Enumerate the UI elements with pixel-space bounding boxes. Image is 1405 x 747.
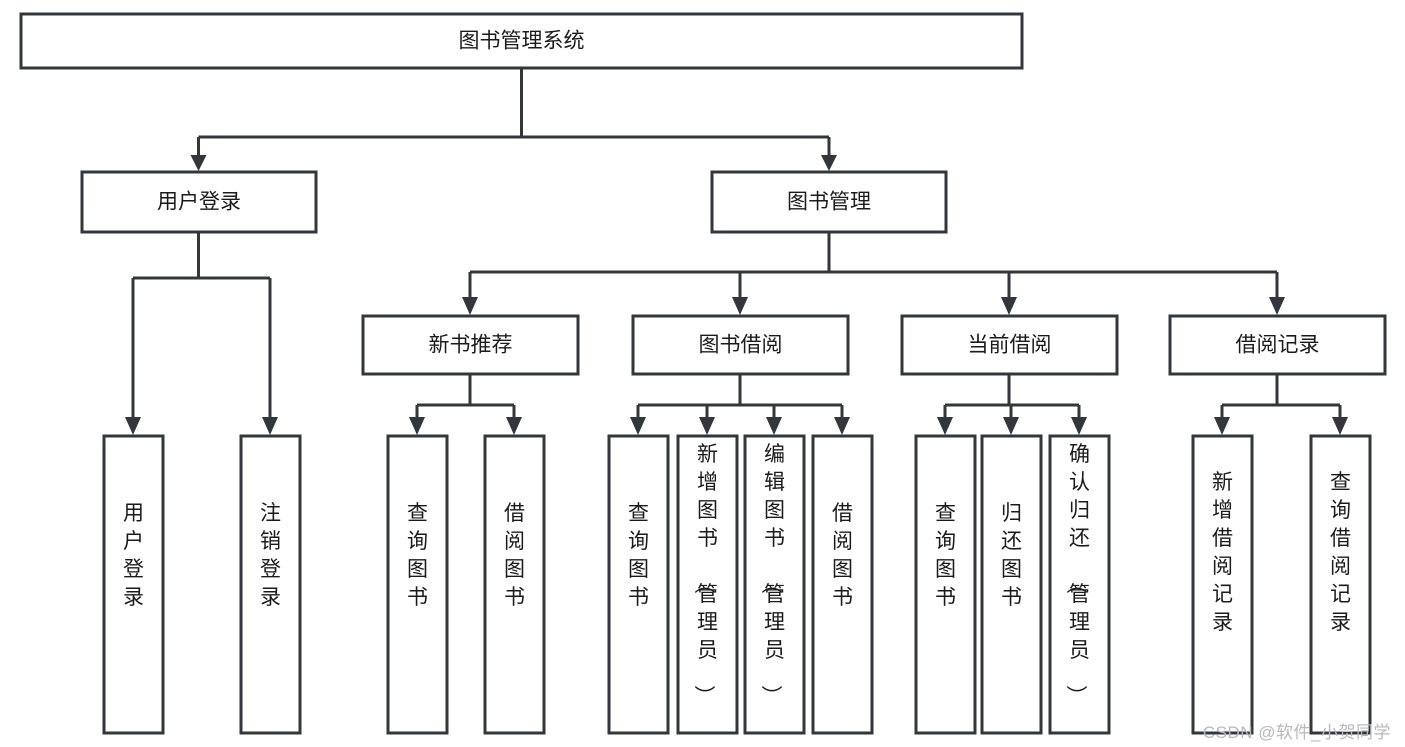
node-root-box[interactable] [19,12,1024,70]
node-leaf-logout-box[interactable] [239,434,302,735]
node-leaf-confirm-return-box[interactable] [1048,434,1111,735]
node-leaf-borrow-book-2-box[interactable] [811,434,874,735]
node-borrow-record[interactable]: 借阅记录 [1168,314,1387,376]
node-leaf-add-book-label: 新增图书（管理员） [692,443,718,706]
node-book-borrow[interactable]: 图书借阅 [631,314,850,376]
node-leaf-return-book[interactable]: 归还图书 [980,434,1043,735]
arrowhead-leaf-return-book [1003,417,1019,435]
arrowhead-leaf-query-book-1 [409,417,425,435]
arrowhead-new-book-recommend [462,297,478,315]
arrowhead-leaf-user-login [125,417,141,435]
node-leaf-edit-book-label: 编辑图书（管理员） [759,443,785,706]
node-root-label: 图书管理系统 [459,30,585,53]
node-leaf-edit-book-box[interactable] [743,434,806,735]
arrowhead-leaf-add-book [699,417,715,435]
arrowhead-borrow-record [1269,297,1285,315]
node-leaf-return-book-box[interactable] [980,434,1043,735]
node-leaf-user-login[interactable]: 用户登录 [102,434,165,735]
node-leaf-borrow-book-1-label: 借阅图书 [504,502,525,609]
node-new-book-recommend[interactable]: 新书推荐 [361,314,580,376]
node-leaf-query-book-2-box[interactable] [607,434,670,735]
arrowhead-leaf-query-book-3 [937,417,953,435]
node-leaf-confirm-return[interactable]: 确认归还（管理员） [1048,434,1111,735]
node-book-manage-box[interactable] [710,170,948,234]
arrowhead-current-borrow [1001,297,1017,315]
node-new-book-recommend-label: 新书推荐 [429,334,513,357]
node-user-login-label: 用户登录 [157,191,241,214]
node-current-borrow-label: 当前借阅 [968,334,1052,357]
node-leaf-query-record-label: 查询借阅记录 [1330,471,1351,634]
node-leaf-borrow-book-2-label: 借阅图书 [832,502,853,609]
node-leaf-add-book[interactable]: 新增图书（管理员） [676,434,739,735]
node-leaf-borrow-book-1-box[interactable] [483,434,546,735]
node-leaf-query-book-2-label: 查询图书 [628,502,649,609]
arrowhead-leaf-edit-book [766,417,782,435]
arrowhead-leaf-confirm-return [1071,417,1087,435]
node-leaf-confirm-return-label: 确认归还（管理员） [1064,443,1090,706]
node-leaf-query-book-3-box[interactable] [914,434,977,735]
node-book-manage-label: 图书管理 [787,191,871,214]
node-leaf-return-book-label: 归还图书 [1001,502,1022,609]
node-book-borrow-box[interactable] [631,314,850,376]
arrowhead-leaf-borrow-book-1 [506,417,522,435]
node-leaf-query-book-3-label: 查询图书 [935,502,956,609]
node-leaf-query-book-1[interactable]: 查询图书 [386,434,449,735]
node-leaf-query-book-3[interactable]: 查询图书 [914,434,977,735]
arrowhead-leaf-add-record [1214,417,1230,435]
node-current-borrow[interactable]: 当前借阅 [900,314,1119,376]
arrowhead-leaf-query-record [1332,417,1348,435]
node-leaf-add-record-box[interactable] [1191,434,1254,735]
node-user-login-box[interactable] [80,170,318,234]
node-borrow-record-label: 借阅记录 [1236,334,1320,357]
node-leaf-query-book-1-box[interactable] [386,434,449,735]
node-borrow-record-box[interactable] [1168,314,1387,376]
node-book-borrow-label: 图书借阅 [699,334,783,357]
node-root[interactable]: 图书管理系统 [19,12,1024,70]
arrowhead-leaf-borrow-book-2 [834,417,850,435]
node-leaf-add-book-box[interactable] [676,434,739,735]
arrowhead-user-login [190,155,207,171]
node-leaf-user-login-label: 用户登录 [123,502,144,609]
node-leaf-add-record[interactable]: 新增借阅记录 [1191,434,1254,735]
arrowhead-book-borrow [732,297,748,315]
node-leaf-borrow-book-1[interactable]: 借阅图书 [483,434,546,735]
node-book-manage[interactable]: 图书管理 [710,170,948,234]
node-leaf-add-record-label: 新增借阅记录 [1212,471,1233,634]
node-leaf-user-login-box[interactable] [102,434,165,735]
connector-group [125,68,1348,435]
node-leaf-edit-book[interactable]: 编辑图书（管理员） [743,434,806,735]
node-user-login[interactable]: 用户登录 [80,170,318,234]
node-leaf-query-record[interactable]: 查询借阅记录 [1309,434,1372,735]
arrowhead-leaf-logout [262,417,278,435]
arrowhead-book-manage [821,155,837,171]
node-current-borrow-box[interactable] [900,314,1119,376]
node-leaf-logout-label: 注销登录 [260,502,281,609]
node-leaf-query-book-1-label: 查询图书 [407,502,428,609]
node-leaf-logout[interactable]: 注销登录 [239,434,302,735]
arrowhead-leaf-query-book-2 [630,417,646,435]
node-leaf-query-record-box[interactable] [1309,434,1372,735]
node-leaf-borrow-book-2[interactable]: 借阅图书 [811,434,874,735]
node-leaf-query-book-2[interactable]: 查询图书 [607,434,670,735]
node-new-book-recommend-box[interactable] [361,314,580,376]
